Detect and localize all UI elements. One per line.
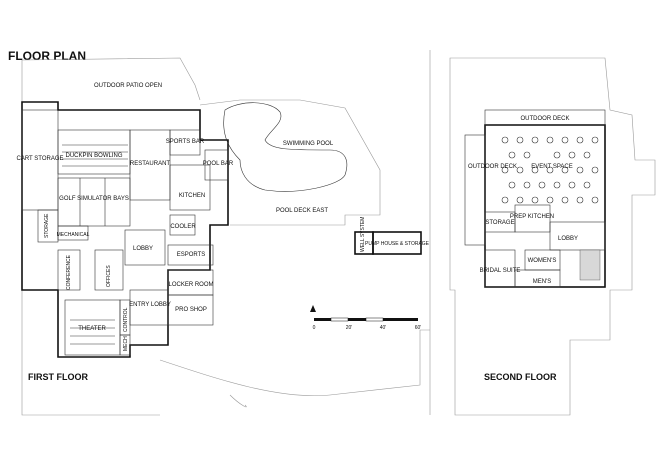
- label-outdoor-deck-top: OUTDOOR DECK: [520, 116, 569, 122]
- sports-bar-room: [169, 129, 201, 156]
- scale-tick-40: 40': [380, 325, 387, 331]
- label-mechanical: MECHANICAL: [57, 232, 90, 238]
- caption-second-floor: SECOND FLOOR: [484, 372, 557, 382]
- bridal-suite-room: [484, 249, 516, 288]
- label-bridal-suite: BRIDAL SUITE: [480, 268, 521, 274]
- outdoor-deck-side: [464, 134, 486, 246]
- stair: [579, 249, 601, 281]
- cooler-room: [169, 214, 196, 236]
- second-floor-site: [449, 57, 656, 416]
- second-lobby-room: [549, 221, 606, 251]
- label-cart-storage: CART STORAGE: [16, 156, 63, 162]
- label-conference: CONFERENCE: [66, 254, 72, 290]
- label-well-system: WELL SYSTEM: [360, 217, 366, 252]
- label-second-storage: STORAGE: [485, 220, 514, 226]
- label-theater: THEATER: [78, 326, 106, 332]
- label-golf-simulator: GOLF SIMULATOR BAYS: [59, 196, 129, 202]
- outdoor-deck-top: [484, 109, 606, 126]
- prep-kitchen-room: [514, 204, 551, 233]
- offices-room: [94, 249, 124, 291]
- label-swimming-pool: SWIMMING POOL: [283, 141, 334, 147]
- label-outdoor-deck-side: OUTDOOR DECK: [468, 164, 517, 170]
- label-restaurant: RESTAURANT: [130, 161, 171, 167]
- label-entry-lobby: ENTRY LOBBY: [129, 302, 171, 308]
- first-floor-plan: OUTDOOR PATIO OPEN CART STORAGE DUCKPIN …: [16, 57, 430, 416]
- swimming-pool-outline: [223, 102, 348, 192]
- label-locker-room: LOCKER ROOM: [168, 282, 213, 288]
- event-space-tables: [501, 136, 599, 204]
- label-offices: OFFICES: [106, 265, 112, 287]
- label-mens: MEN'S: [533, 279, 551, 285]
- label-pro-shop: PRO SHOP: [175, 307, 207, 313]
- scale-tick-0: 0: [313, 325, 316, 331]
- label-cooler: COOLER: [170, 224, 196, 230]
- label-sports-bar: SPORTS BAR: [166, 139, 205, 145]
- conference-room: [57, 249, 81, 291]
- label-womens: WOMEN'S: [528, 258, 557, 264]
- pool-deck-outline: [199, 99, 381, 226]
- label-esports: ESPORTS: [177, 252, 206, 258]
- mech-room: [119, 334, 131, 356]
- label-duckpin-bowling: DUCKPIN BOWLING: [65, 153, 122, 159]
- label-pump-house: PUMP HOUSE & STORAGE: [365, 241, 430, 247]
- scale-tick-20: 20': [346, 325, 353, 331]
- second-floor-plan: OUTDOOR DECK OUTDOOR DECK EVENT SPACE ST…: [449, 57, 656, 416]
- label-outdoor-patio: OUTDOOR PATIO OPEN: [94, 83, 162, 89]
- lobby-room: [124, 229, 166, 266]
- pump-house-room: [372, 231, 422, 255]
- site-outline: [21, 57, 201, 101]
- kitchen-room: [169, 164, 211, 211]
- mens-room: [514, 269, 561, 288]
- label-event-space: EVENT SPACE: [531, 164, 572, 170]
- site-outline-bottom: [159, 329, 430, 396]
- label-control: CONTROL: [123, 307, 129, 332]
- walkway: [229, 394, 247, 408]
- mechanical-room: [57, 225, 89, 241]
- north-arrow-icon: [310, 305, 316, 312]
- label-prep-kitchen: PREP KITCHEN: [510, 214, 554, 220]
- plan-title: FLOOR PLAN: [8, 49, 86, 63]
- scale-tick-60: 60': [415, 325, 422, 331]
- site-outline-left: [21, 60, 160, 416]
- scale-bar: 0 20' 40' 60': [310, 305, 421, 331]
- label-storage: STORAGE: [44, 213, 50, 238]
- caption-first-floor: FIRST FLOOR: [28, 372, 88, 382]
- pro-shop-room: [167, 294, 214, 326]
- label-kitchen: KITCHEN: [179, 193, 205, 199]
- label-mech: MECH: [123, 336, 129, 351]
- esports-room: [167, 244, 214, 266]
- label-pool-deck-east: POOL DECK EAST: [276, 208, 328, 214]
- label-pool-bar: POOL BAR: [203, 161, 234, 167]
- golf-simulator-room: [57, 177, 131, 227]
- label-second-lobby: LOBBY: [558, 236, 578, 242]
- label-lobby: LOBBY: [133, 246, 153, 252]
